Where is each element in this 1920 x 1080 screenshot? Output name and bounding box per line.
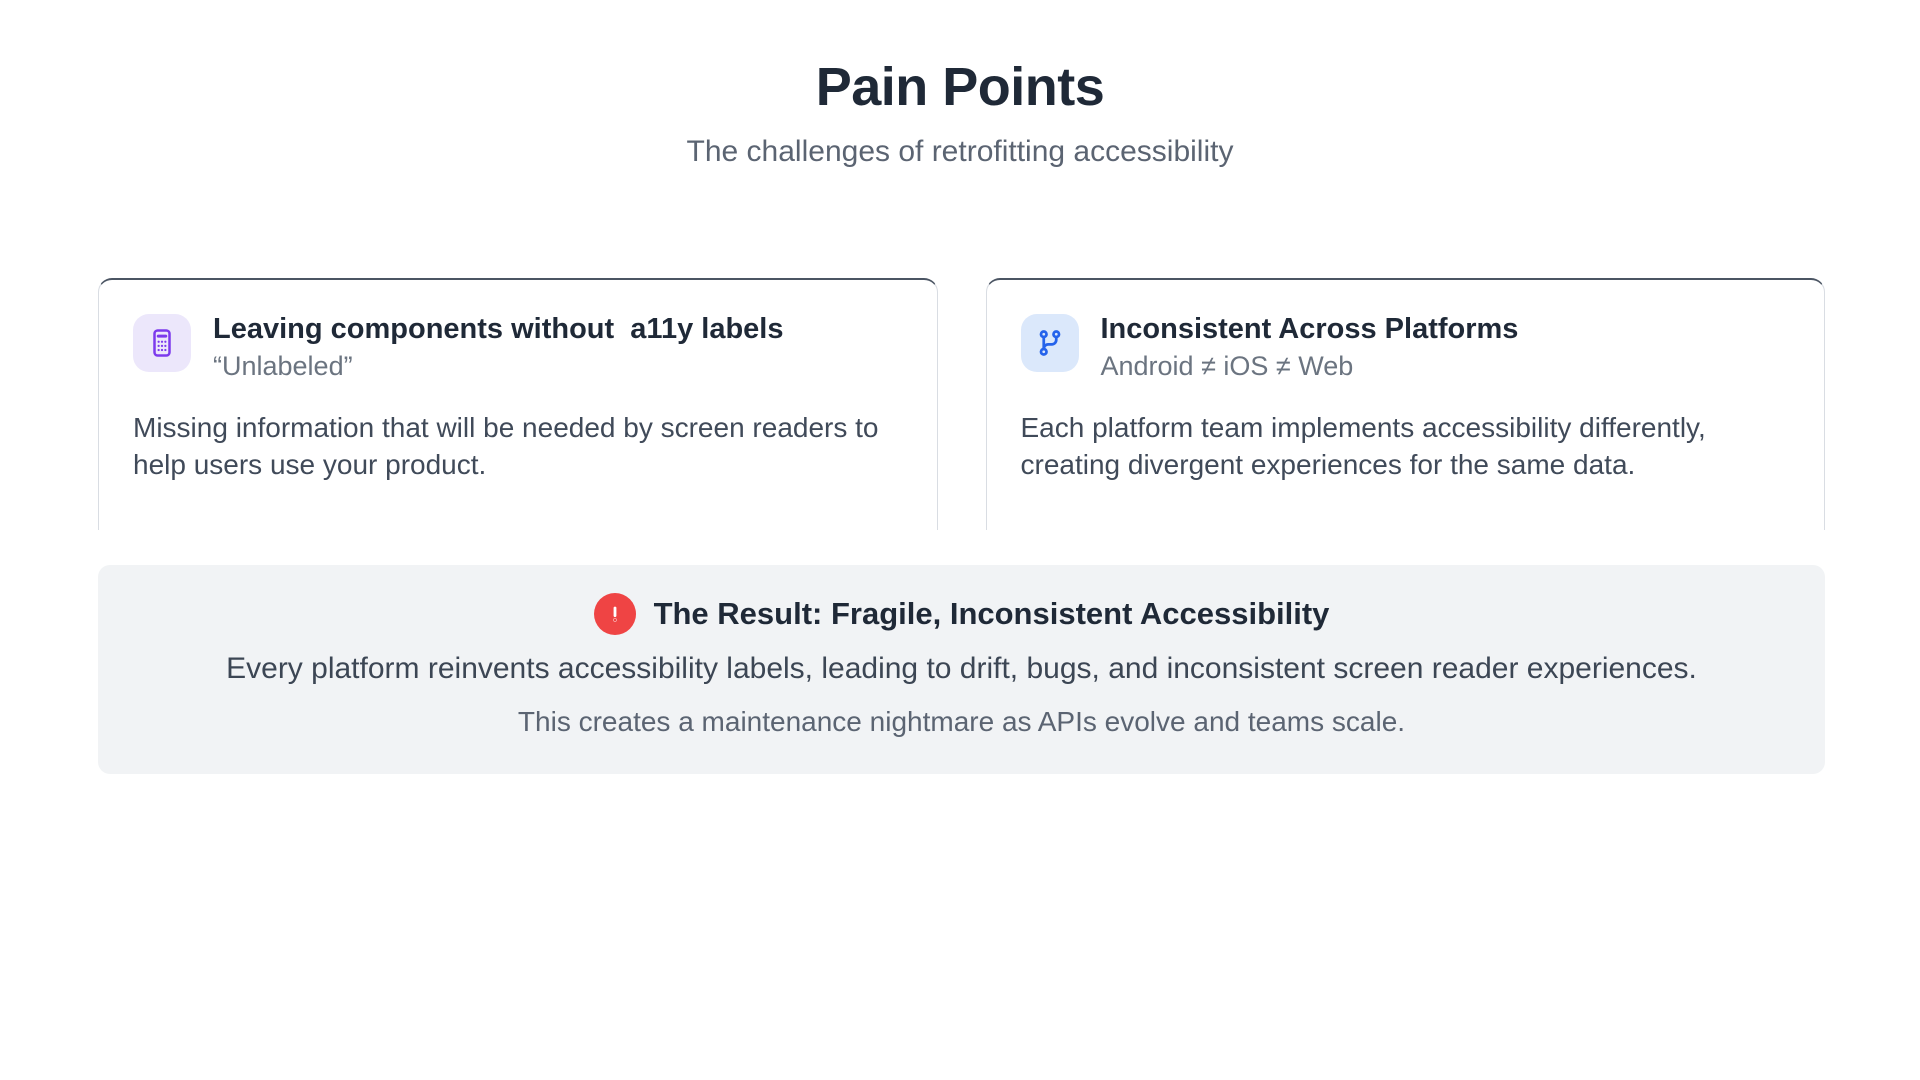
- result-note-text: This creates a maintenance nightmare as …: [517, 706, 1406, 737]
- git-branch-icon: [1020, 314, 1079, 372]
- card-body-text: Missing information that will be needed …: [133, 411, 879, 481]
- card-subtitle: “Unlabeled”: [213, 351, 353, 382]
- card-heading-text: Leaving components without a11y labels “…: [213, 312, 783, 383]
- card-header: Leaving components without a11y labels “…: [133, 312, 903, 383]
- card-body-text: Each platform team implements accessibil…: [1020, 411, 1706, 481]
- slide-header: Pain Points The challenges of retrofitti…: [0, 0, 1920, 170]
- pain-point-card-inconsistent-platforms[interactable]: Inconsistent Across Platforms Android ≠ …: [985, 278, 1825, 530]
- calculator-icon: [133, 314, 191, 372]
- page-subtitle: The challenges of retrofitting accessibi…: [686, 135, 1234, 169]
- pain-point-card-unlabeled[interactable]: Leaving components without a11y labels “…: [98, 278, 938, 530]
- result-headline: The Result: Fragile, Inconsistent Access…: [138, 593, 1785, 635]
- pain-point-cards-row: Leaving components without a11y labels “…: [98, 278, 1825, 530]
- result-title: The Result: Fragile, Inconsistent Access…: [653, 596, 1330, 632]
- card-subtitle: Android ≠ iOS ≠ Web: [1100, 351, 1354, 382]
- page-title: Pain Points: [815, 57, 1105, 117]
- pain-point-cards-region: Leaving components without a11y labels “…: [98, 278, 1825, 530]
- card-title: Inconsistent Across Platforms: [1100, 313, 1519, 345]
- card-header: Inconsistent Across Platforms Android ≠ …: [1020, 312, 1791, 383]
- card-title: Leaving components without a11y labels: [213, 313, 784, 345]
- result-main-text: Every platform reinvents accessibility l…: [226, 652, 1697, 685]
- result-banner: The Result: Fragile, Inconsistent Access…: [98, 565, 1825, 775]
- card-heading-text: Inconsistent Across Platforms Android ≠ …: [1101, 312, 1519, 383]
- alert-exclamation-icon: [593, 593, 636, 635]
